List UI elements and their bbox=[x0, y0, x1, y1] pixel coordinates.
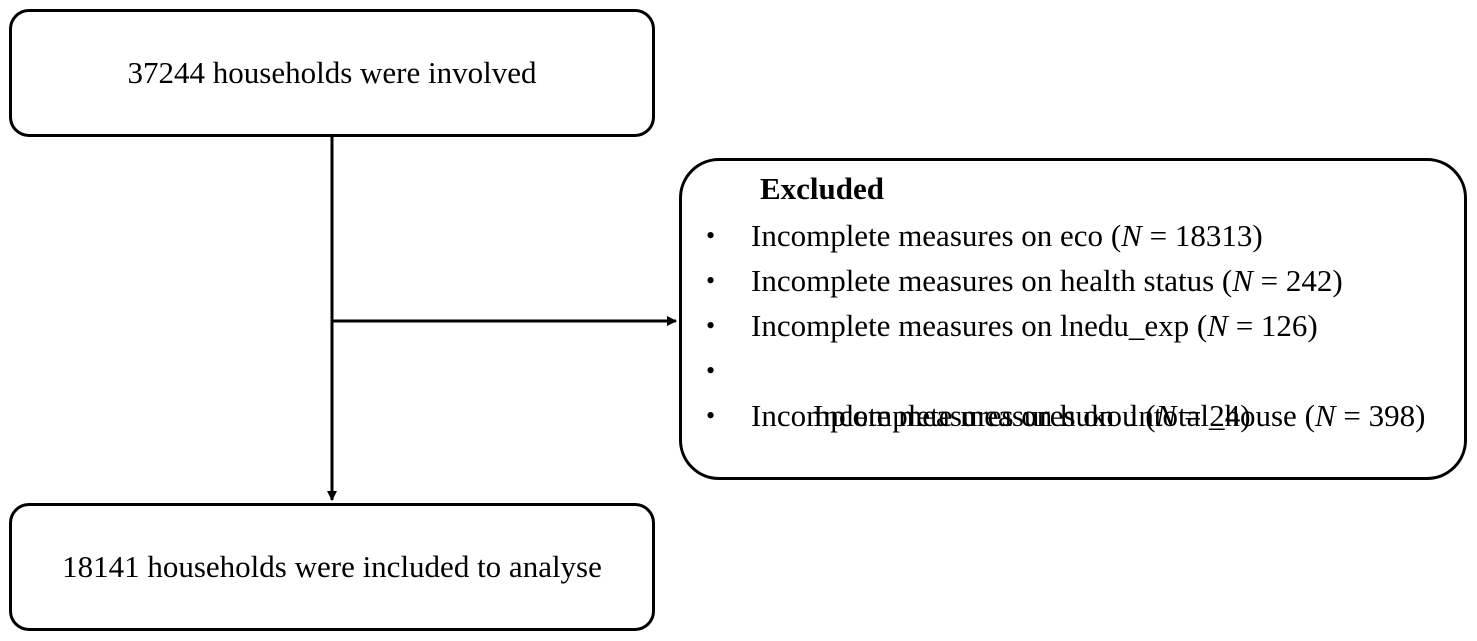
n-symbol: N bbox=[1232, 263, 1253, 298]
excluded-item: • Incomplete measures on lntotal_house (… bbox=[706, 348, 1425, 433]
n-symbol: N bbox=[1207, 308, 1228, 343]
excluded-item: • Incomplete measures on lnedu_exp (N = … bbox=[706, 303, 1425, 348]
bullet-icon: • bbox=[706, 266, 716, 295]
n-value: 126 bbox=[1260, 308, 1308, 343]
excluded-list: • Incomplete measures on eco (N = 18313)… bbox=[706, 213, 1425, 438]
excluded-item-label: Incomplete measures on lnedu_exp bbox=[751, 308, 1190, 343]
bullet-icon: • bbox=[706, 356, 716, 385]
n-symbol: N bbox=[1314, 398, 1336, 433]
households-involved-text: 37244 households were involved bbox=[127, 55, 537, 90]
households-involved-box: 37244 households were involved bbox=[9, 9, 655, 137]
excluded-box: Excluded • Incomplete measures on eco (N… bbox=[679, 158, 1467, 480]
n-value: 24 bbox=[1209, 398, 1241, 433]
n-value: 242 bbox=[1285, 263, 1333, 298]
excluded-item-label: Incomplete measures on hukou bbox=[751, 398, 1138, 433]
excluded-item: • Incomplete measures on hukou (N = 24) bbox=[706, 393, 1425, 438]
n-value: 18313 bbox=[1174, 218, 1253, 253]
households-included-box: 18141 households were included to analys… bbox=[9, 503, 655, 631]
n-symbol: N bbox=[1155, 398, 1177, 433]
n-symbol: N bbox=[1121, 218, 1142, 253]
excluded-item-label: Incomplete measures on lntotal_house bbox=[813, 398, 1297, 433]
excluded-item-label: Incomplete measures on eco bbox=[751, 218, 1104, 253]
bullet-icon: • bbox=[706, 311, 716, 340]
n-value: 398 bbox=[1368, 398, 1416, 433]
bullet-icon: • bbox=[706, 221, 716, 250]
excluded-item-label: Incomplete measures on health status bbox=[751, 263, 1215, 298]
excluded-title: Excluded bbox=[760, 171, 885, 206]
excluded-item: • Incomplete measures on eco (N = 18313) bbox=[706, 213, 1425, 258]
excluded-item: • Incomplete measures on health status (… bbox=[706, 258, 1425, 303]
bullet-icon: • bbox=[706, 401, 716, 430]
households-included-text: 18141 households were included to analys… bbox=[62, 549, 602, 584]
